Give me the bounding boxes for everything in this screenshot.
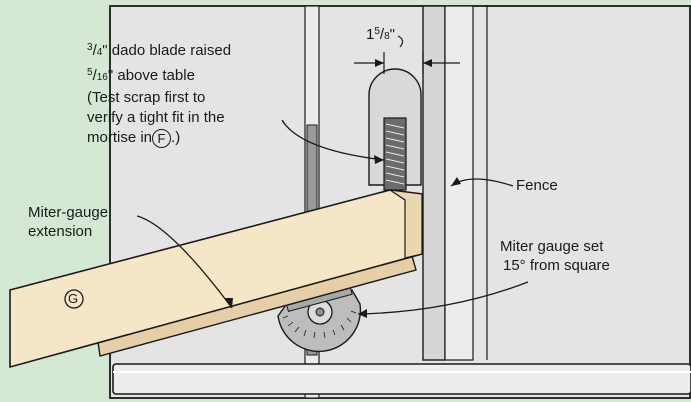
dado-blade-teeth <box>385 123 405 185</box>
dado-height-numerator: 5 <box>87 67 93 78</box>
dado-note-line2-text: " above table <box>107 67 195 84</box>
extension-label-line1: Miter-gauge <box>28 204 109 221</box>
dimension-unit: " <box>389 26 395 43</box>
part-g-label: G <box>68 291 79 306</box>
dado-note-line1: 3/4" dado blade raised <box>87 42 232 59</box>
leader-arrowheads <box>225 155 461 318</box>
extension-label: Miter-gauge extension <box>28 203 108 241</box>
front-rail <box>112 363 691 395</box>
miter-gauge-label: Miter gauge set 15° from square <box>500 237 610 275</box>
dado-note: 3/4" dado blade raised 5/16" above table… <box>87 38 231 148</box>
dimension-whole: 1 <box>366 26 375 43</box>
dado-note-line5-end: .) <box>171 129 181 146</box>
dado-note-line1-text: " dado blade raised <box>102 42 232 59</box>
part-g-circle <box>64 289 84 309</box>
blade-width-dimension: 15/8" <box>366 26 395 43</box>
dado-note-line4: verify a tight fit in the <box>87 109 225 126</box>
dado-height-denominator: 16 <box>96 72 108 83</box>
fence-label: Fence <box>516 177 558 194</box>
miter-gauge-label-line1: Miter gauge set <box>500 238 604 255</box>
dado-note-line5-text: mortise in <box>87 129 153 146</box>
dimension-denominator: 8 <box>384 31 390 42</box>
dimension-lines <box>354 35 460 74</box>
extension-end-face <box>389 189 423 259</box>
dimension-numerator: 5 <box>374 26 380 37</box>
miter-gauge-label-line2: 15° from square <box>503 257 610 274</box>
dado-note-line3: (Test scrap first to <box>87 89 206 106</box>
extension-label-line2: extension <box>28 223 93 240</box>
dado-depth-numerator: 3 <box>87 42 93 53</box>
dado-note-line2: 5/16" above table <box>87 67 195 84</box>
part-f-reference: F <box>152 129 172 148</box>
dado-depth-denominator: 4 <box>96 47 103 58</box>
